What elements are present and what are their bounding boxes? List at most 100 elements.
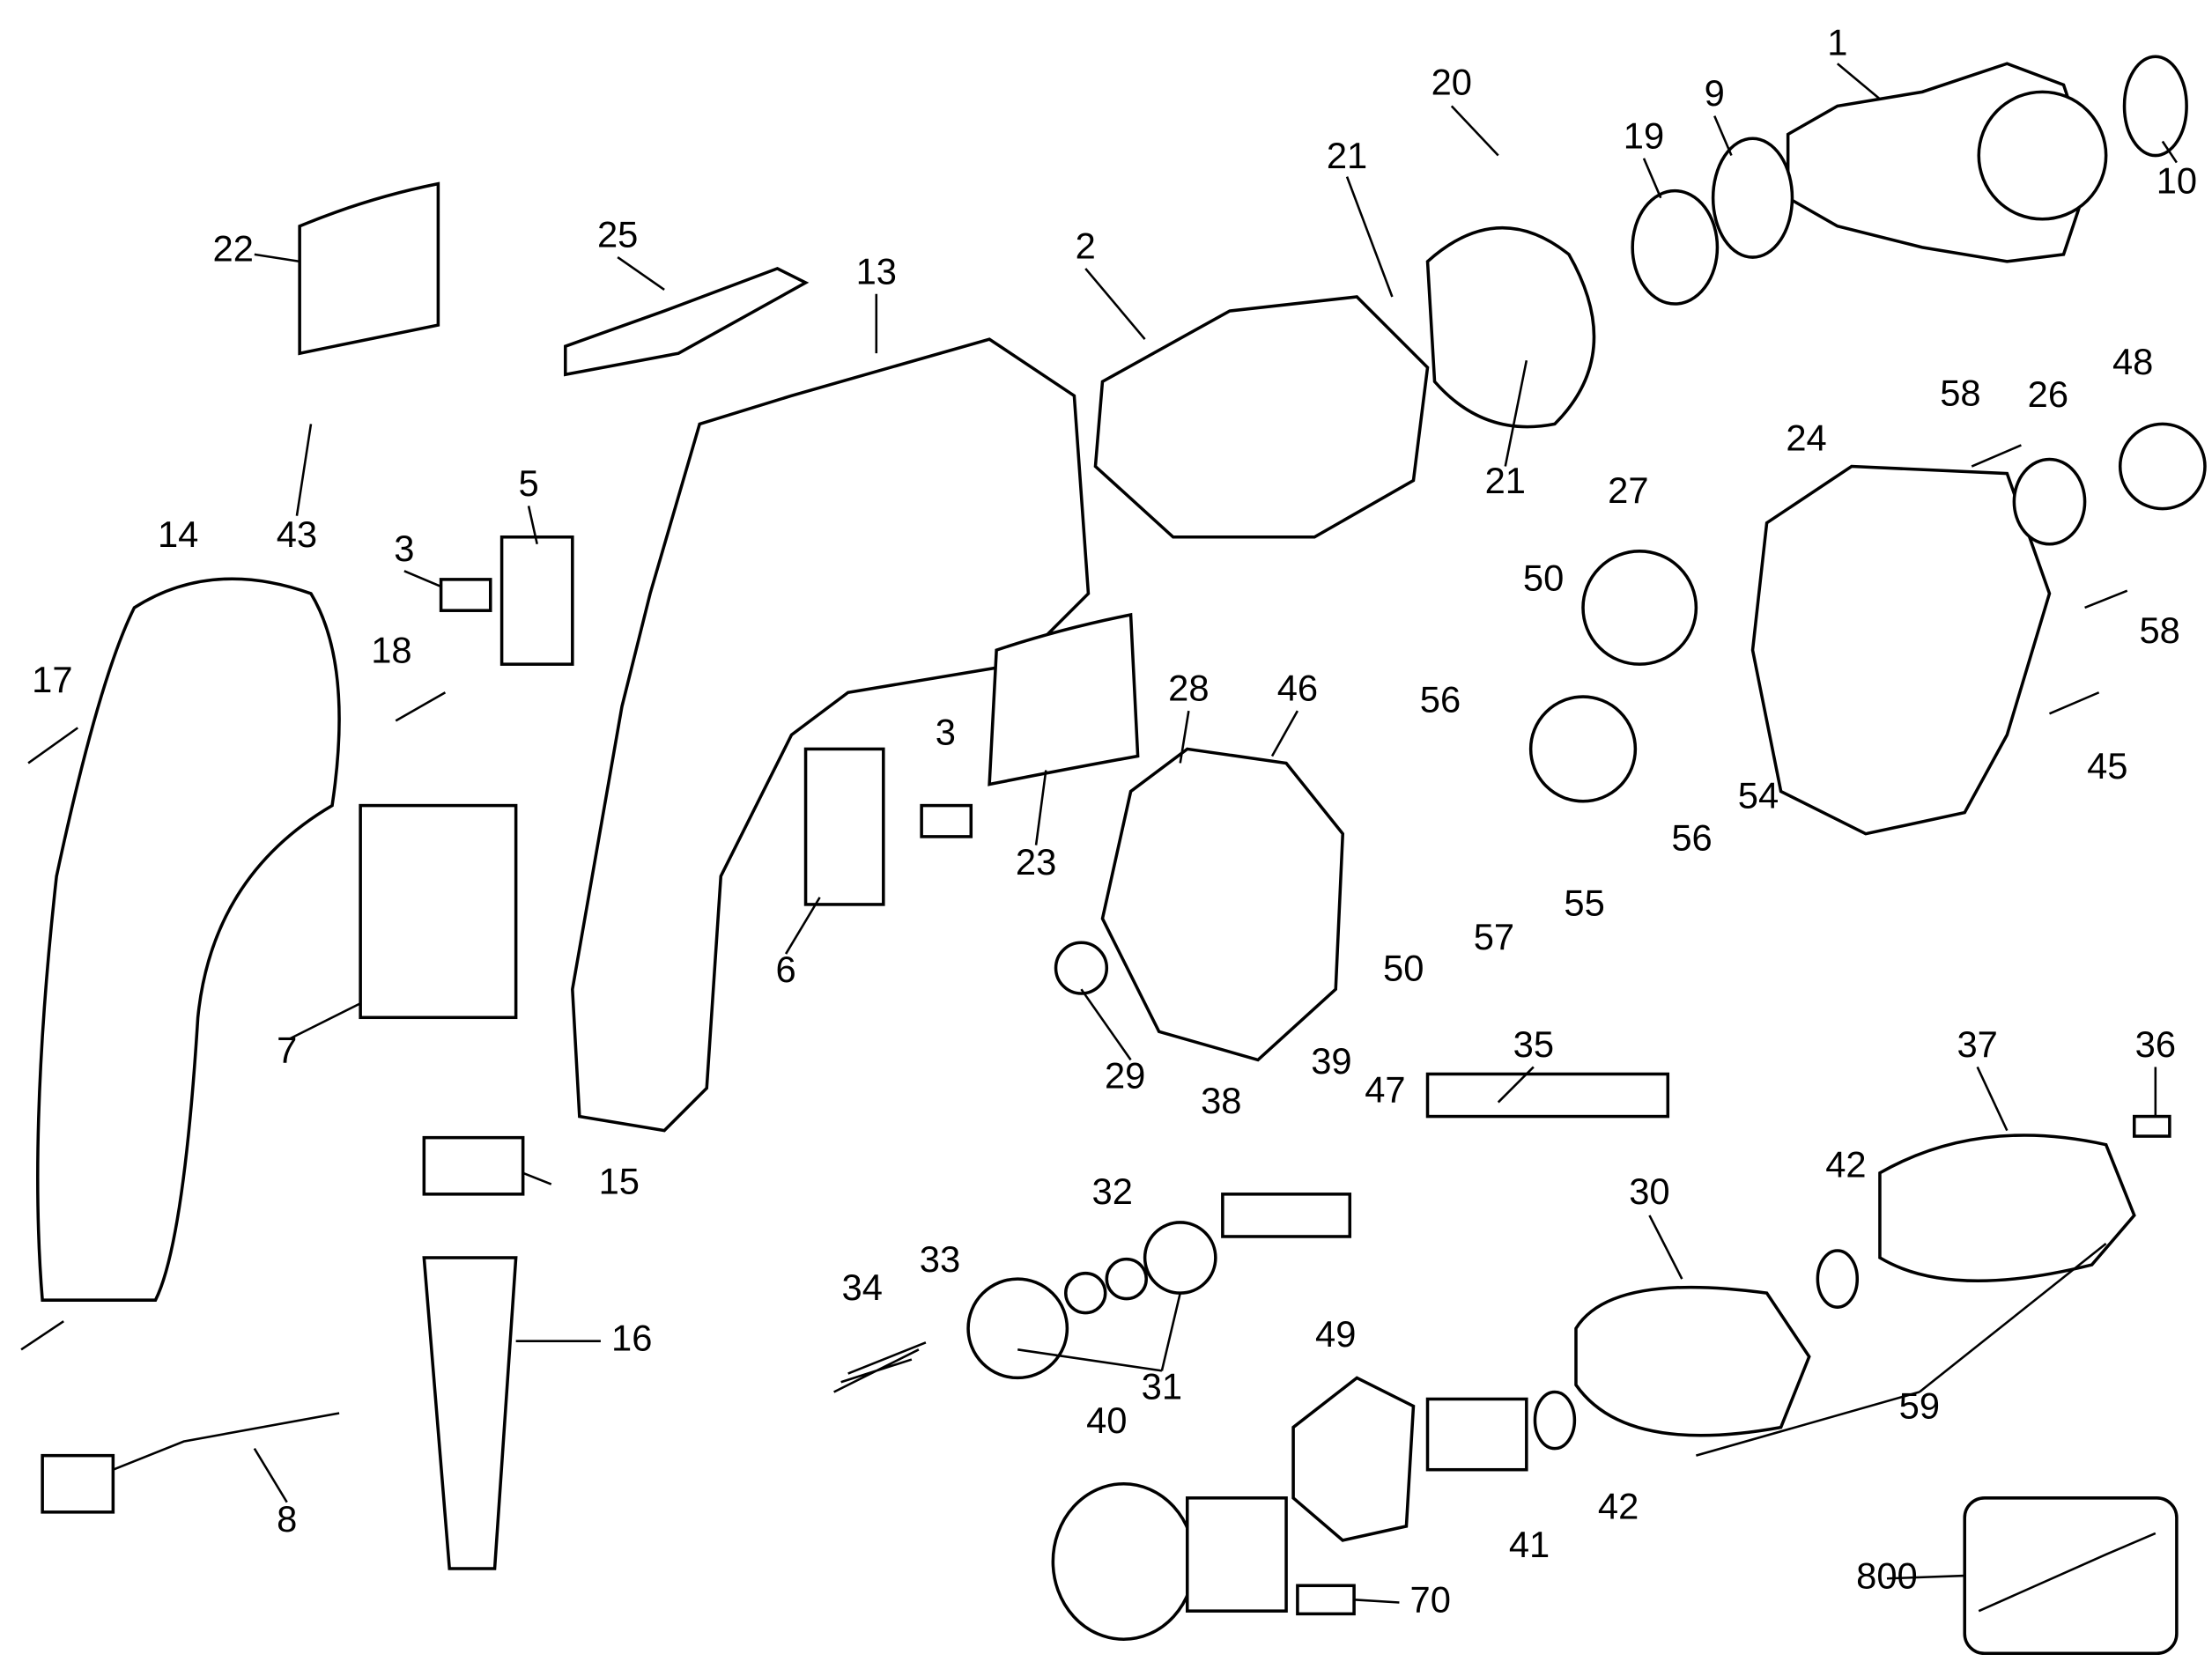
part-handle-14 (36, 577, 341, 1302)
part-kit-800-box (1963, 1496, 2179, 1656)
label-28: 28 (1168, 668, 1209, 709)
label-47: 47 (1365, 1068, 1405, 1110)
label-14: 14 (158, 513, 198, 555)
label-2: 2 (1076, 225, 1096, 266)
label-13: 13 (856, 250, 897, 292)
part-washer-29 (1054, 941, 1109, 995)
label-9: 9 (1705, 72, 1725, 114)
label-5: 5 (518, 462, 538, 504)
part-fan-gear (1977, 90, 2108, 221)
part-clutch-49 (1291, 1376, 1416, 1542)
screw-58a (1971, 444, 2022, 468)
label-1: 1 (1827, 21, 1847, 63)
screw-bottom (20, 1320, 64, 1351)
part-sleeve-37 (1878, 1134, 2136, 1283)
label-30: 30 (1629, 1171, 1669, 1212)
part-switch-7 (359, 803, 518, 1020)
screw-58b (2084, 589, 2128, 609)
part-ring-19 (1631, 188, 1720, 306)
label-31: 31 (1142, 1365, 1182, 1407)
part-field-2 (1093, 295, 1430, 539)
label-55: 55 (1564, 883, 1604, 924)
part-clip-15 (422, 1135, 525, 1196)
part-bearing-26 (2012, 457, 2087, 546)
part-bearing-10 (2122, 55, 2188, 158)
part-washer-48 (2118, 422, 2207, 511)
part-gear-55 (1528, 695, 1638, 803)
label-58b: 58 (2139, 609, 2179, 651)
part-brush-ring-20 (1425, 226, 1596, 429)
part-nose-40b (1185, 1496, 1288, 1613)
label-38: 38 (1201, 1080, 1241, 1121)
label-48: 48 (2112, 341, 2153, 382)
part-gear-case-24 (1750, 464, 2052, 836)
label-20: 20 (1432, 61, 1472, 102)
label-34: 34 (842, 1267, 883, 1308)
part-cover-25 (564, 266, 810, 377)
label-29: 29 (1105, 1054, 1145, 1096)
label-50a: 50 (1523, 558, 1564, 599)
label-21b: 21 (1485, 460, 1526, 501)
label-42a: 42 (1825, 1143, 1866, 1185)
parts (20, 55, 2207, 1656)
label-50b: 50 (1383, 947, 1424, 988)
label-54: 54 (1738, 775, 1779, 816)
part-key-70 (1296, 1584, 1356, 1616)
screw-17 (27, 727, 78, 764)
part-brush-3a (439, 578, 492, 612)
part-brush-3b (920, 803, 973, 838)
screw-45 (2048, 691, 2100, 715)
label-19: 19 (1624, 114, 1664, 156)
part-gear-27 (1581, 550, 1698, 666)
label-3a: 3 (394, 528, 414, 569)
part-label-22 (298, 181, 440, 356)
label-18: 18 (371, 629, 411, 670)
part-number-labels: 1 9 10 19 20 21 21 2 13 25 22 43 14 5 3 … (32, 21, 2197, 1620)
label-23: 23 (1016, 841, 1056, 883)
part-baffle-9 (1711, 137, 1794, 259)
part-depth-locator-40 (1051, 1481, 1196, 1642)
part-ring-42b (1533, 1390, 1577, 1451)
label-15: 15 (599, 1161, 640, 1202)
part-brush-holder-5 (499, 535, 574, 666)
label-59: 59 (1899, 1385, 1940, 1427)
part-spring-34 (833, 1341, 927, 1393)
label-36: 36 (2135, 1023, 2176, 1065)
label-22: 22 (213, 228, 254, 270)
label-33: 33 (920, 1238, 960, 1280)
label-10: 10 (2157, 160, 2197, 202)
label-17: 17 (32, 659, 72, 700)
label-56a: 56 (1420, 678, 1461, 720)
label-46: 46 (1277, 668, 1318, 709)
label-35: 35 (1513, 1023, 1554, 1065)
label-3b: 3 (936, 711, 956, 752)
label-40: 40 (1086, 1399, 1127, 1441)
part-brush-holder-6 (803, 747, 885, 906)
label-49: 49 (1315, 1313, 1356, 1355)
part-collar-31 (966, 1277, 1069, 1380)
part-nut-31 (1143, 1221, 1217, 1295)
label-800: 800 (1856, 1555, 1918, 1596)
label-57: 57 (1474, 916, 1514, 957)
part-plate-28 (1100, 747, 1345, 1062)
label-24: 24 (1786, 417, 1826, 459)
label-37: 37 (1957, 1023, 1997, 1065)
label-26: 26 (2028, 373, 2068, 415)
part-label-23 (988, 612, 1140, 786)
part-housing-13 (571, 337, 1091, 1133)
label-16: 16 (611, 1318, 652, 1359)
part-ring-32b (1105, 1257, 1148, 1301)
label-27: 27 (1608, 469, 1648, 511)
leader-lines (253, 63, 2178, 1604)
label-70: 70 (1410, 1579, 1451, 1621)
label-21a: 21 (1327, 135, 1367, 176)
label-56b: 56 (1671, 817, 1712, 859)
part-clutch-38 (1221, 1193, 1352, 1238)
label-6: 6 (775, 949, 795, 990)
label-58a: 58 (1940, 372, 1980, 413)
label-32: 32 (1092, 1171, 1133, 1212)
part-ring-32a (1064, 1271, 1107, 1315)
label-42b: 42 (1598, 1486, 1639, 1527)
part-sleeve-41 (1425, 1397, 1528, 1472)
